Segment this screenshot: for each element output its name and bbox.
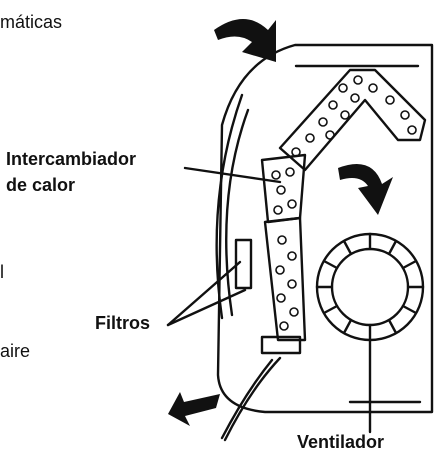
label-partial-air: aire bbox=[0, 341, 31, 361]
front-panel-outer bbox=[215, 93, 244, 320]
deflector-blade bbox=[223, 356, 282, 442]
heat-exchanger-top bbox=[278, 68, 427, 172]
label-heat-exchanger-line1: Intercambiador bbox=[6, 149, 137, 169]
heat-exchanger-leader bbox=[183, 166, 282, 184]
fan-blades bbox=[315, 232, 425, 342]
arrow-intake-icon bbox=[214, 19, 276, 62]
fan-inner bbox=[330, 247, 410, 327]
label-heat-exchanger-line2: de calor bbox=[6, 175, 76, 195]
arrow-outlet-icon bbox=[168, 392, 220, 426]
label-fan: Ventilador bbox=[297, 432, 385, 452]
filter-line-left bbox=[166, 260, 242, 327]
heat-exchanger-lower bbox=[263, 216, 307, 342]
filter-line-right bbox=[166, 288, 247, 327]
arrow-internal-icon bbox=[338, 163, 393, 215]
drain-pan bbox=[260, 335, 302, 355]
label-partial-left: l bbox=[0, 262, 4, 282]
deflector-blade-inner bbox=[220, 358, 274, 440]
label-filters: Filtros bbox=[95, 313, 151, 333]
front-panel-inner bbox=[225, 108, 250, 317]
label-partial-top: máticas bbox=[0, 12, 63, 32]
unit-casing bbox=[216, 43, 434, 414]
